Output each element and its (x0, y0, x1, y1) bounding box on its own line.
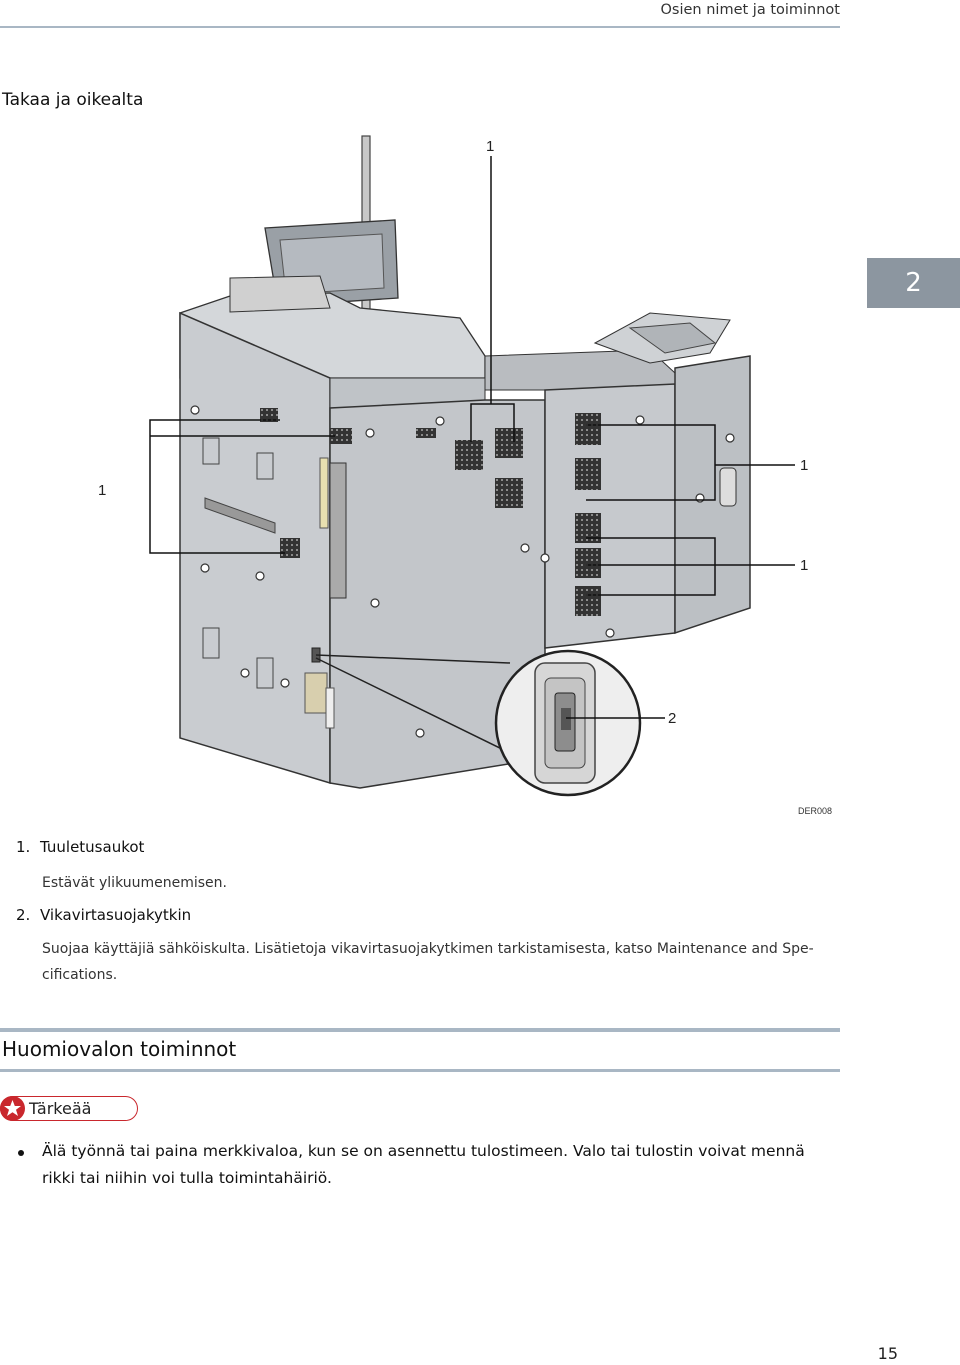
subsection-title: Huomiovalon toiminnot (2, 1037, 237, 1061)
item-2-title: 2. Vikavirtasuojakytkin (16, 906, 191, 924)
printer-rear-illustration: 1 1 1 1 2 (98, 135, 808, 797)
figure-code: DER008 (797, 806, 832, 816)
item-2-description: Suojaa käyttäjiä sähköiskulta. Lisätieto… (42, 941, 814, 983)
item-1-label: Tuuletusaukot (40, 838, 145, 856)
header-rule (0, 26, 840, 28)
callout-label-top: 1 (486, 138, 494, 155)
item-1-number: 1. (16, 838, 31, 856)
page-number: 15 (877, 1344, 898, 1363)
callout-label-left: 1 (98, 482, 106, 499)
important-label: Tärkeää (29, 1099, 92, 1118)
star-icon (0, 1096, 25, 1121)
header-title: Osien nimet ja toiminnot (660, 2, 840, 18)
item-2-label: Vikavirtasuojakytkin (40, 906, 192, 924)
bullet-dot (18, 1150, 24, 1156)
important-badge: Tärkeää (0, 1096, 138, 1121)
callout-label-breaker: 2 (668, 710, 676, 727)
subsection-rule-bottom (0, 1069, 840, 1072)
important-bullet-text: Älä työnnä tai paina merkkivaloa, kun se… (42, 1142, 805, 1187)
item-1-description: Estävät ylikuumenemisen. (42, 875, 227, 891)
chapter-tab[interactable]: 2 (867, 258, 960, 308)
important-bullet: Älä työnnä tai paina merkkivaloa, kun se… (18, 1138, 828, 1192)
item-1-title: 1. Tuuletusaukot (16, 838, 144, 856)
callout-label-right-upper: 1 (800, 457, 808, 474)
callout-label-right-lower: 1 (800, 557, 808, 574)
section-title: Takaa ja oikealta (2, 90, 144, 110)
subsection-rule-top (0, 1028, 840, 1032)
item-2-number: 2. (16, 906, 31, 924)
